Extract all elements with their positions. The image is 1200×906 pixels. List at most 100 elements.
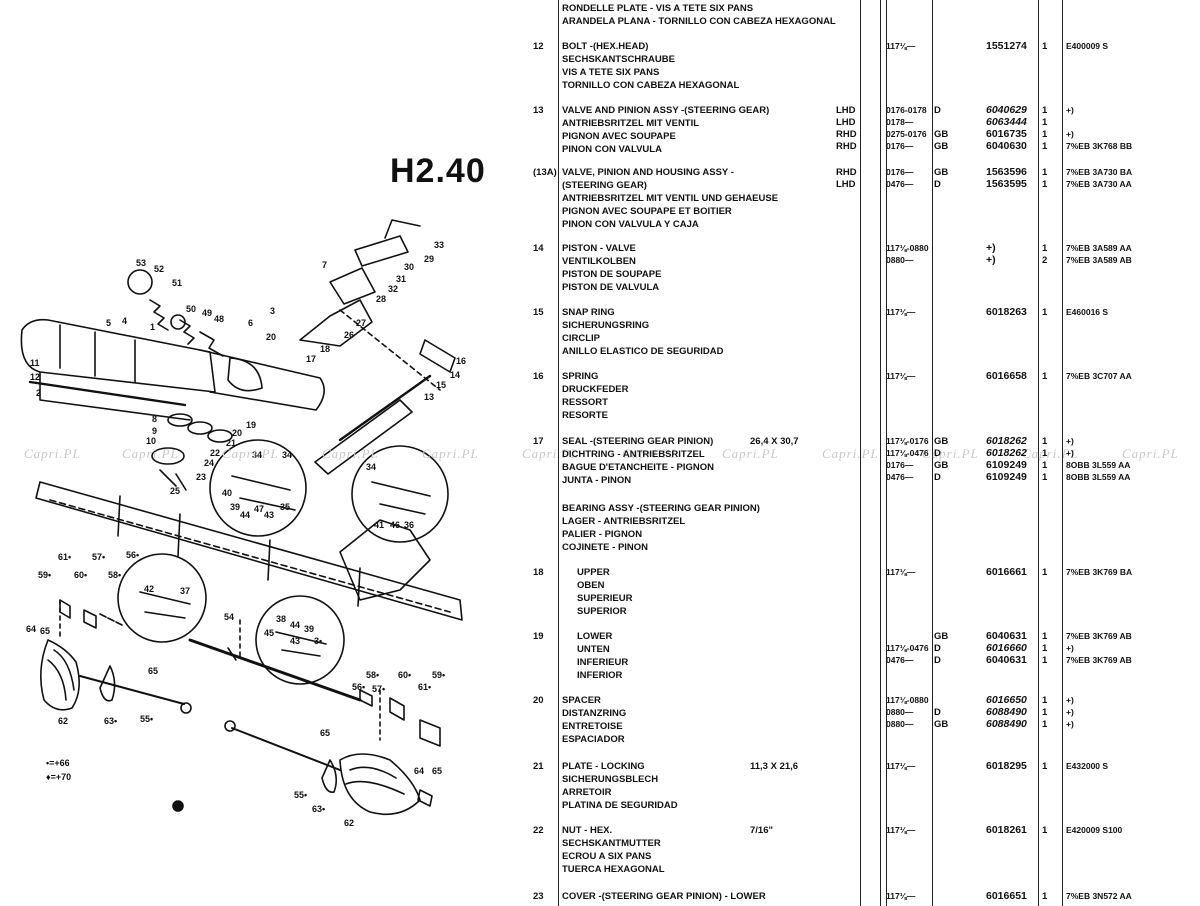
watermark: Capri.PL bbox=[422, 446, 479, 461]
svg-text:48: 48 bbox=[214, 314, 224, 324]
ref-number: 12 bbox=[533, 41, 544, 52]
svg-text:44: 44 bbox=[240, 510, 250, 520]
quantity: 1 bbox=[1042, 41, 1048, 52]
date-range: 117⅛— bbox=[886, 307, 916, 317]
svg-text:47: 47 bbox=[254, 504, 264, 514]
svg-text:19: 19 bbox=[246, 420, 256, 430]
part-number: 6018295 bbox=[986, 760, 1027, 772]
watermark: Capri.PL bbox=[24, 446, 81, 461]
part-description: SECHSKANTSCHRAUBE bbox=[562, 54, 675, 65]
market: GB bbox=[934, 460, 949, 471]
watermark: Capri.PL bbox=[822, 446, 879, 461]
date-range: 0476— bbox=[886, 179, 914, 189]
svg-text:45: 45 bbox=[264, 628, 274, 638]
watermark: Capri.PL bbox=[622, 446, 679, 461]
svg-text:16: 16 bbox=[456, 356, 466, 366]
finis-number: +) bbox=[1066, 643, 1074, 653]
date-range: 0176-0178 bbox=[886, 105, 927, 115]
part-description: INFERIEUR bbox=[577, 657, 629, 668]
market: D bbox=[934, 105, 941, 116]
ref-number: 22 bbox=[533, 825, 544, 836]
finis-number: 8OBB 3L559 AA bbox=[1066, 472, 1131, 482]
quantity: 1 bbox=[1042, 695, 1048, 706]
svg-text:♦=+70: ♦=+70 bbox=[46, 772, 71, 782]
svg-text:52: 52 bbox=[154, 264, 164, 274]
part-description: PINON CON VALVULA Y CAJA bbox=[562, 219, 699, 230]
svg-text:61•: 61• bbox=[418, 682, 431, 692]
lhd-rhd: LHD bbox=[836, 105, 856, 116]
part-number: 1563596 bbox=[986, 166, 1027, 178]
quantity: 1 bbox=[1042, 371, 1048, 382]
svg-text:42: 42 bbox=[144, 584, 154, 594]
lhd-rhd: RHD bbox=[836, 129, 857, 140]
watermark: Capri.PL bbox=[322, 446, 379, 461]
part-description: ESPACIADOR bbox=[562, 734, 625, 745]
finis-number: 7%EB 3A589 AB bbox=[1066, 255, 1132, 265]
ref-number: 14 bbox=[533, 243, 544, 254]
ref-number: 23 bbox=[533, 891, 544, 902]
part-description: VALVE, PINION AND HOUSING ASSY - bbox=[562, 167, 734, 178]
finis-number: 7%EB 3K769 AB bbox=[1066, 631, 1132, 641]
part-description: PINON CON VALVULA bbox=[562, 144, 662, 155]
finis-number: 7%EB 3A730 BA bbox=[1066, 167, 1133, 177]
part-description: JUNTA - PINON bbox=[562, 475, 632, 486]
part-description: PIGNON AVEC SOUPAPE bbox=[562, 131, 676, 142]
date-range: 0176— bbox=[886, 167, 914, 177]
part-number: 6040631 bbox=[986, 630, 1027, 642]
svg-text:50: 50 bbox=[186, 304, 196, 314]
svg-text:15: 15 bbox=[436, 380, 446, 390]
svg-text:63•: 63• bbox=[312, 804, 325, 814]
part-description: VIS A TETE SIX PANS bbox=[562, 67, 660, 78]
column-divider bbox=[880, 0, 881, 906]
part-description: TORNILLO CON CABEZA HEXAGONAL bbox=[562, 80, 740, 91]
part-description: PALIER - PIGNON bbox=[562, 529, 643, 540]
part-number: 6018262 bbox=[986, 435, 1027, 447]
svg-text:62: 62 bbox=[58, 716, 68, 726]
part-number: +) bbox=[986, 254, 996, 266]
svg-text:2: 2 bbox=[36, 388, 41, 398]
quantity: 1 bbox=[1042, 631, 1048, 642]
part-description: PISTON DE SOUPAPE bbox=[562, 269, 662, 280]
part-description: COVER -(STEERING GEAR PINION) - LOWER bbox=[562, 891, 766, 902]
ref-number: 15 bbox=[533, 307, 544, 318]
date-range: 117⅛-0476 bbox=[886, 448, 929, 458]
quantity: 1 bbox=[1042, 460, 1048, 471]
svg-text:49: 49 bbox=[202, 308, 212, 318]
part-description: RESORTE bbox=[562, 410, 608, 421]
svg-text:32: 32 bbox=[388, 284, 398, 294]
finis-number: 8OBB 3L559 AA bbox=[1066, 460, 1131, 470]
svg-text:53: 53 bbox=[136, 258, 146, 268]
svg-text:55•: 55• bbox=[140, 714, 153, 724]
svg-text:37: 37 bbox=[180, 586, 190, 596]
quantity: 1 bbox=[1042, 179, 1048, 190]
svg-text:44: 44 bbox=[290, 620, 300, 630]
date-range: 0880— bbox=[886, 255, 914, 265]
part-number: 6040629 bbox=[986, 104, 1027, 116]
svg-text:57•: 57• bbox=[92, 552, 105, 562]
date-range: 117⅛— bbox=[886, 567, 916, 577]
svg-text:33: 33 bbox=[434, 240, 444, 250]
market: GB bbox=[934, 167, 949, 178]
part-description: ARANDELA PLANA - TORNILLO CON CABEZA HEX… bbox=[562, 16, 836, 27]
ref-number: (13A) bbox=[533, 167, 557, 178]
svg-text:28: 28 bbox=[376, 294, 386, 304]
svg-text:35: 35 bbox=[280, 502, 290, 512]
ref-number: 17 bbox=[533, 436, 544, 447]
part-number: 6018262 bbox=[986, 447, 1027, 459]
svg-text:18: 18 bbox=[320, 344, 330, 354]
svg-text:65: 65 bbox=[40, 626, 50, 636]
watermark: Capri.PL bbox=[1122, 446, 1179, 461]
market: GB bbox=[934, 129, 949, 140]
svg-text:6: 6 bbox=[248, 318, 253, 328]
quantity: 1 bbox=[1042, 643, 1048, 654]
svg-text:13: 13 bbox=[424, 392, 434, 402]
svg-text:46: 46 bbox=[390, 520, 400, 530]
part-description: BEARING ASSY -(STEERING GEAR PINION) bbox=[562, 503, 760, 514]
svg-text:•=+66: •=+66 bbox=[46, 758, 70, 768]
part-description: UNTEN bbox=[577, 644, 610, 655]
quantity: 1 bbox=[1042, 243, 1048, 254]
date-range: 0880— bbox=[886, 719, 914, 729]
date-range: 117⅛— bbox=[886, 371, 916, 381]
watermark: Capri.PL bbox=[722, 446, 779, 461]
finis-number: E400009 S bbox=[1066, 41, 1109, 51]
